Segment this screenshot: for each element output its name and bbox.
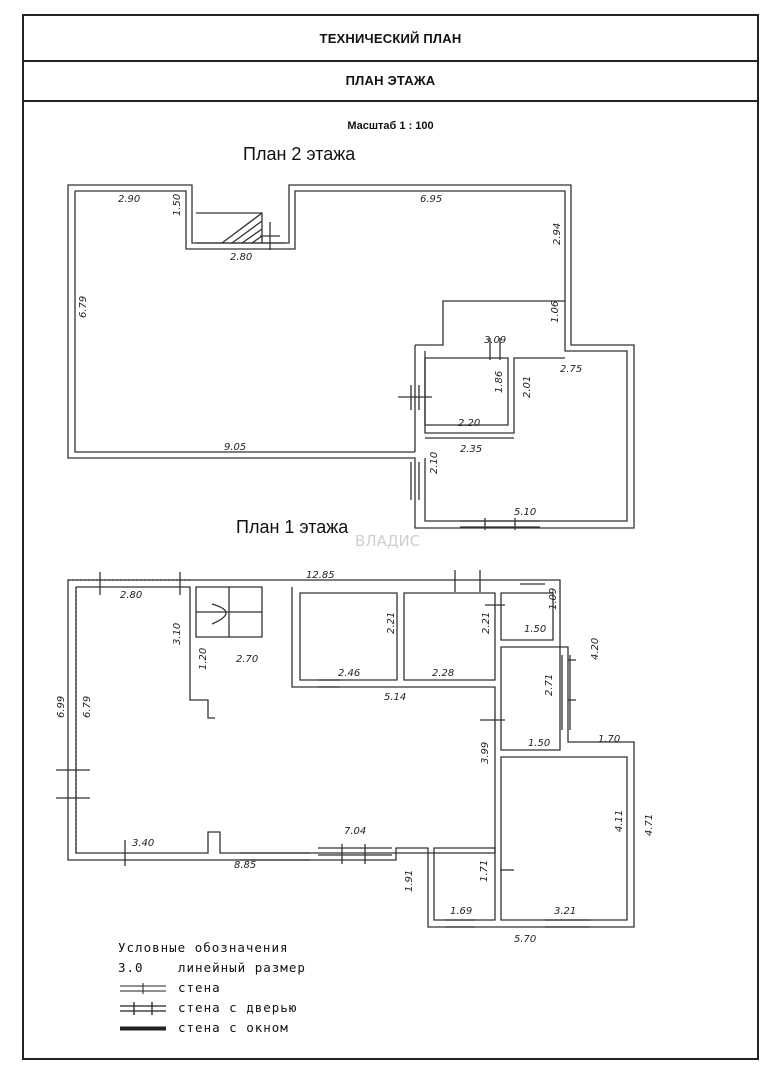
floor1-dimension-label: 1.91 (404, 870, 415, 892)
floor2-plan (67, 184, 635, 530)
floor1-dimension-label: 4.11 (614, 810, 625, 832)
floor2-dimension-label: 6.79 (78, 296, 89, 318)
floor1-dimension-label: 6.79 (82, 696, 93, 718)
floor1-dimension-label: 1.20 (198, 648, 209, 670)
legend-item-wall-door: стена с дверью (118, 1000, 297, 1016)
floor1-dimension-label: 1.70 (598, 734, 620, 745)
floor1-title: План 1 этажа (236, 517, 349, 537)
legend-label-wall-door: стена с дверью (178, 1000, 298, 1015)
floor1-dimensions: 12.85 2.80 3.10 1.20 2.70 2.21 2.46 2.21 2.28 1.0… (56, 570, 655, 945)
floor1-dimension-label: 4.20 (590, 638, 601, 660)
floor1-dimension-label: 12.85 (306, 570, 335, 581)
floor1-dimension-label: 2.80 (120, 590, 142, 601)
floor1-dimension-label: 2.28 (432, 668, 454, 679)
wall-door-symbol-icon (120, 1001, 166, 1015)
legend-label-wall: стена (178, 980, 221, 995)
legend-symbol-dimension: 3.0 (118, 960, 144, 975)
floor2-dimension-label: 2.20 (458, 418, 480, 429)
watermark-text: ВЛАДИС (355, 532, 420, 550)
floor2-dimension-label: 2.01 (522, 376, 533, 398)
legend-label-wall-window: стена с окном (178, 1020, 289, 1035)
floor1-dimension-label: 3.21 (554, 906, 576, 917)
floor1-dimension-label: 7.04 (344, 826, 366, 837)
legend-label-dimension: линейный размер (178, 960, 306, 975)
floor1-dimension-label: 8.85 (234, 860, 256, 871)
floor2-dimension-label: 9.05 (224, 442, 246, 453)
floor1-dimension-label: 3.10 (172, 623, 183, 645)
floor1-dimension-label: 3.99 (480, 742, 491, 764)
floor1-dimension-label: 6.99 (56, 696, 67, 718)
floor2-dimension-label: 6.95 (420, 194, 442, 205)
floor1-dimension-label: 1.50 (528, 738, 550, 749)
wall-symbol-icon (120, 982, 166, 994)
plan-sheet: ТЕХНИЧЕСКИЙ ПЛАН ПЛАН ЭТАЖА Масштаб 1 : … (22, 14, 759, 1060)
legend-item-wall-window: стена с окном (118, 1020, 289, 1036)
floor2-dimension-label: 2.90 (118, 194, 140, 205)
floor1-dimension-label: 2.70 (236, 654, 258, 665)
floor1-dimension-label: 1.71 (479, 860, 490, 882)
document-subtitle: ПЛАН ЭТАЖА (24, 62, 757, 102)
floor2-dimension-label: 1.06 (550, 301, 561, 323)
legend-item-dimension: 3.0 линейный размер (118, 960, 306, 975)
floor2-dimension-label: 2.75 (560, 364, 582, 375)
floor2-dimensions: 2.90 1.50 2.80 6.95 2.94 6.79 1.06 3.09 2.75 1.86… (78, 194, 582, 518)
floor2-dimension-label: 1.86 (494, 371, 505, 393)
floor2-dimension-label: 3.09 (484, 335, 506, 346)
floor1-dimension-label: 1.69 (450, 906, 472, 917)
floor1-dimension-label: 1.50 (524, 624, 546, 635)
floor2-title: План 2 этажа (243, 144, 356, 164)
floor1-plan (56, 570, 635, 928)
floor1-dimension-label: 2.46 (338, 668, 360, 679)
floor2-dimension-label: 2.10 (429, 452, 440, 474)
floor1-dimension-label: 5.70 (514, 934, 536, 945)
document-title: ТЕХНИЧЕСКИЙ ПЛАН (24, 16, 757, 62)
floor1-dimension-label: 4.71 (644, 814, 655, 836)
floor1-dimension-label: 2.21 (481, 612, 492, 634)
floor1-dimension-label: 2.21 (386, 612, 397, 634)
floor1-dimension-label: 5.14 (384, 692, 406, 703)
floor2-dimension-label: 5.10 (514, 507, 536, 518)
legend-item-wall: стена (118, 980, 221, 996)
wall-window-symbol-icon (120, 1026, 166, 1030)
floor1-dimension-label: 2.71 (544, 674, 555, 696)
floor2-dimension-label: 2.80 (230, 252, 252, 263)
floor2-dimension-label: 2.35 (460, 444, 482, 455)
floor1-dimension-label: 3.40 (132, 838, 154, 849)
floor2-dimension-label: 1.50 (172, 194, 183, 216)
floor2-dimension-label: 2.94 (552, 223, 563, 245)
legend-title: Условные обозначения (118, 940, 289, 955)
scale-label: Масштаб 1 : 100 (347, 120, 434, 132)
floor1-dimension-label: 1.09 (548, 588, 559, 610)
